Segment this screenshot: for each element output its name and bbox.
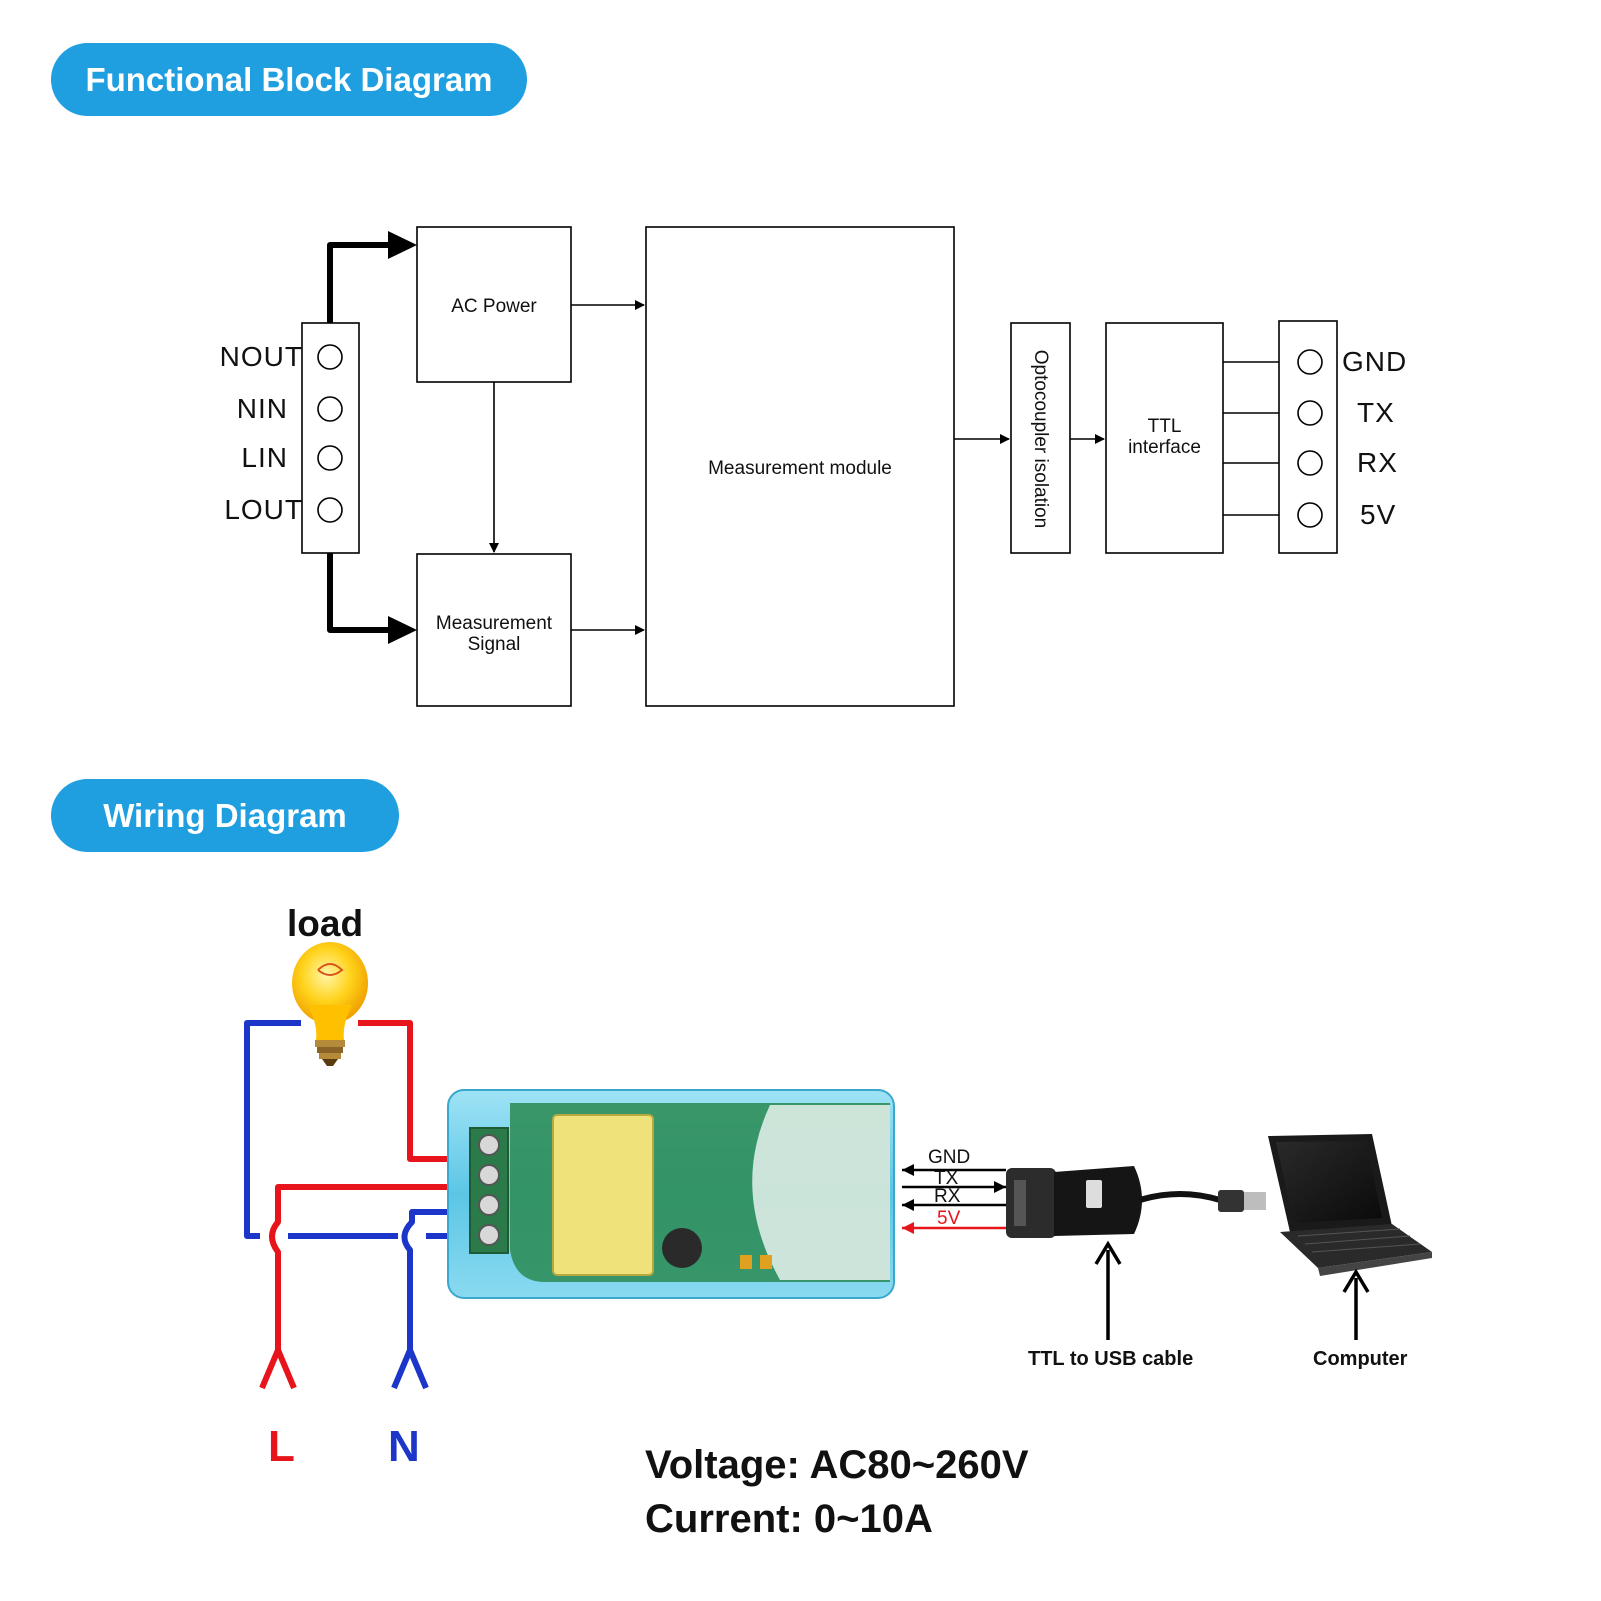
label-ttl-5v: 5V [937, 1208, 961, 1229]
label-ttl-interface: TTL interface [1106, 416, 1223, 458]
measurement-module-box [645, 226, 955, 707]
label-computer: Computer [1313, 1348, 1408, 1370]
terminal-rx [1297, 450, 1323, 476]
label-measurement-signal: Measurement Signal [417, 613, 571, 655]
terminal-5v [1297, 502, 1323, 528]
label-ttl-gnd: GND [928, 1147, 971, 1168]
label-current: Current: 0~10A [645, 1497, 933, 1541]
label-5v: 5V [1360, 499, 1397, 530]
label-measurement-signal-line2: Signal [467, 634, 521, 655]
wiring-diagram-header: Wiring Diagram [51, 779, 399, 852]
terminal-lin [317, 445, 343, 471]
label-ttl-rx: RX [934, 1186, 961, 1207]
terminal-lout [317, 497, 343, 523]
label-ttl-interface-line1: TTL [1147, 416, 1182, 437]
pzem-module [447, 1089, 895, 1299]
usb-adapter [1006, 1166, 1266, 1238]
label-measurement-module: Measurement module [708, 458, 892, 479]
label-ac-power: AC Power [451, 296, 537, 317]
arrow-terminal-to-ac-power [327, 242, 390, 323]
line-wire-input [269, 1184, 448, 1356]
label-rx: RX [1357, 447, 1398, 478]
arrow-terminal-to-signal [327, 553, 390, 633]
label-ttl-to-usb: TTL to USB cable [1028, 1348, 1194, 1370]
line-wire-load [358, 1020, 448, 1162]
label-ttl-interface-line2: interface [1128, 437, 1201, 458]
line-input-arrow [259, 1342, 297, 1390]
label-line: L [268, 1422, 295, 1471]
neutral-wire-load [244, 1020, 448, 1239]
terminal-nout [317, 344, 343, 370]
label-nin: NIN [236, 393, 288, 424]
label-nout: NOUT [219, 341, 303, 372]
label-load: load [287, 903, 364, 944]
label-gnd: GND [1342, 346, 1408, 377]
label-neutral: N [388, 1422, 420, 1471]
neutral-input-arrow [391, 1342, 429, 1390]
light-bulb-icon [292, 942, 368, 1066]
output-terminal-block [1278, 320, 1338, 554]
laptop-icon [1268, 1134, 1432, 1276]
terminal-gnd [1297, 349, 1323, 375]
block-diagram-header: Functional Block Diagram [51, 43, 527, 116]
optocoupler-box [1010, 322, 1071, 554]
terminal-nin [317, 396, 343, 422]
terminal-tx [1297, 400, 1323, 426]
label-tx: TX [1357, 397, 1395, 428]
label-lout: LOUT [224, 494, 303, 525]
ttl-interface-box [1105, 322, 1224, 554]
label-voltage: Voltage: AC80~260V [645, 1443, 1029, 1487]
label-measurement-signal-line1: Measurement [435, 613, 553, 634]
label-lin: LIN [241, 442, 288, 473]
neutral-wire-input [401, 1209, 448, 1356]
label-ttl-tx: TX [934, 1168, 959, 1189]
